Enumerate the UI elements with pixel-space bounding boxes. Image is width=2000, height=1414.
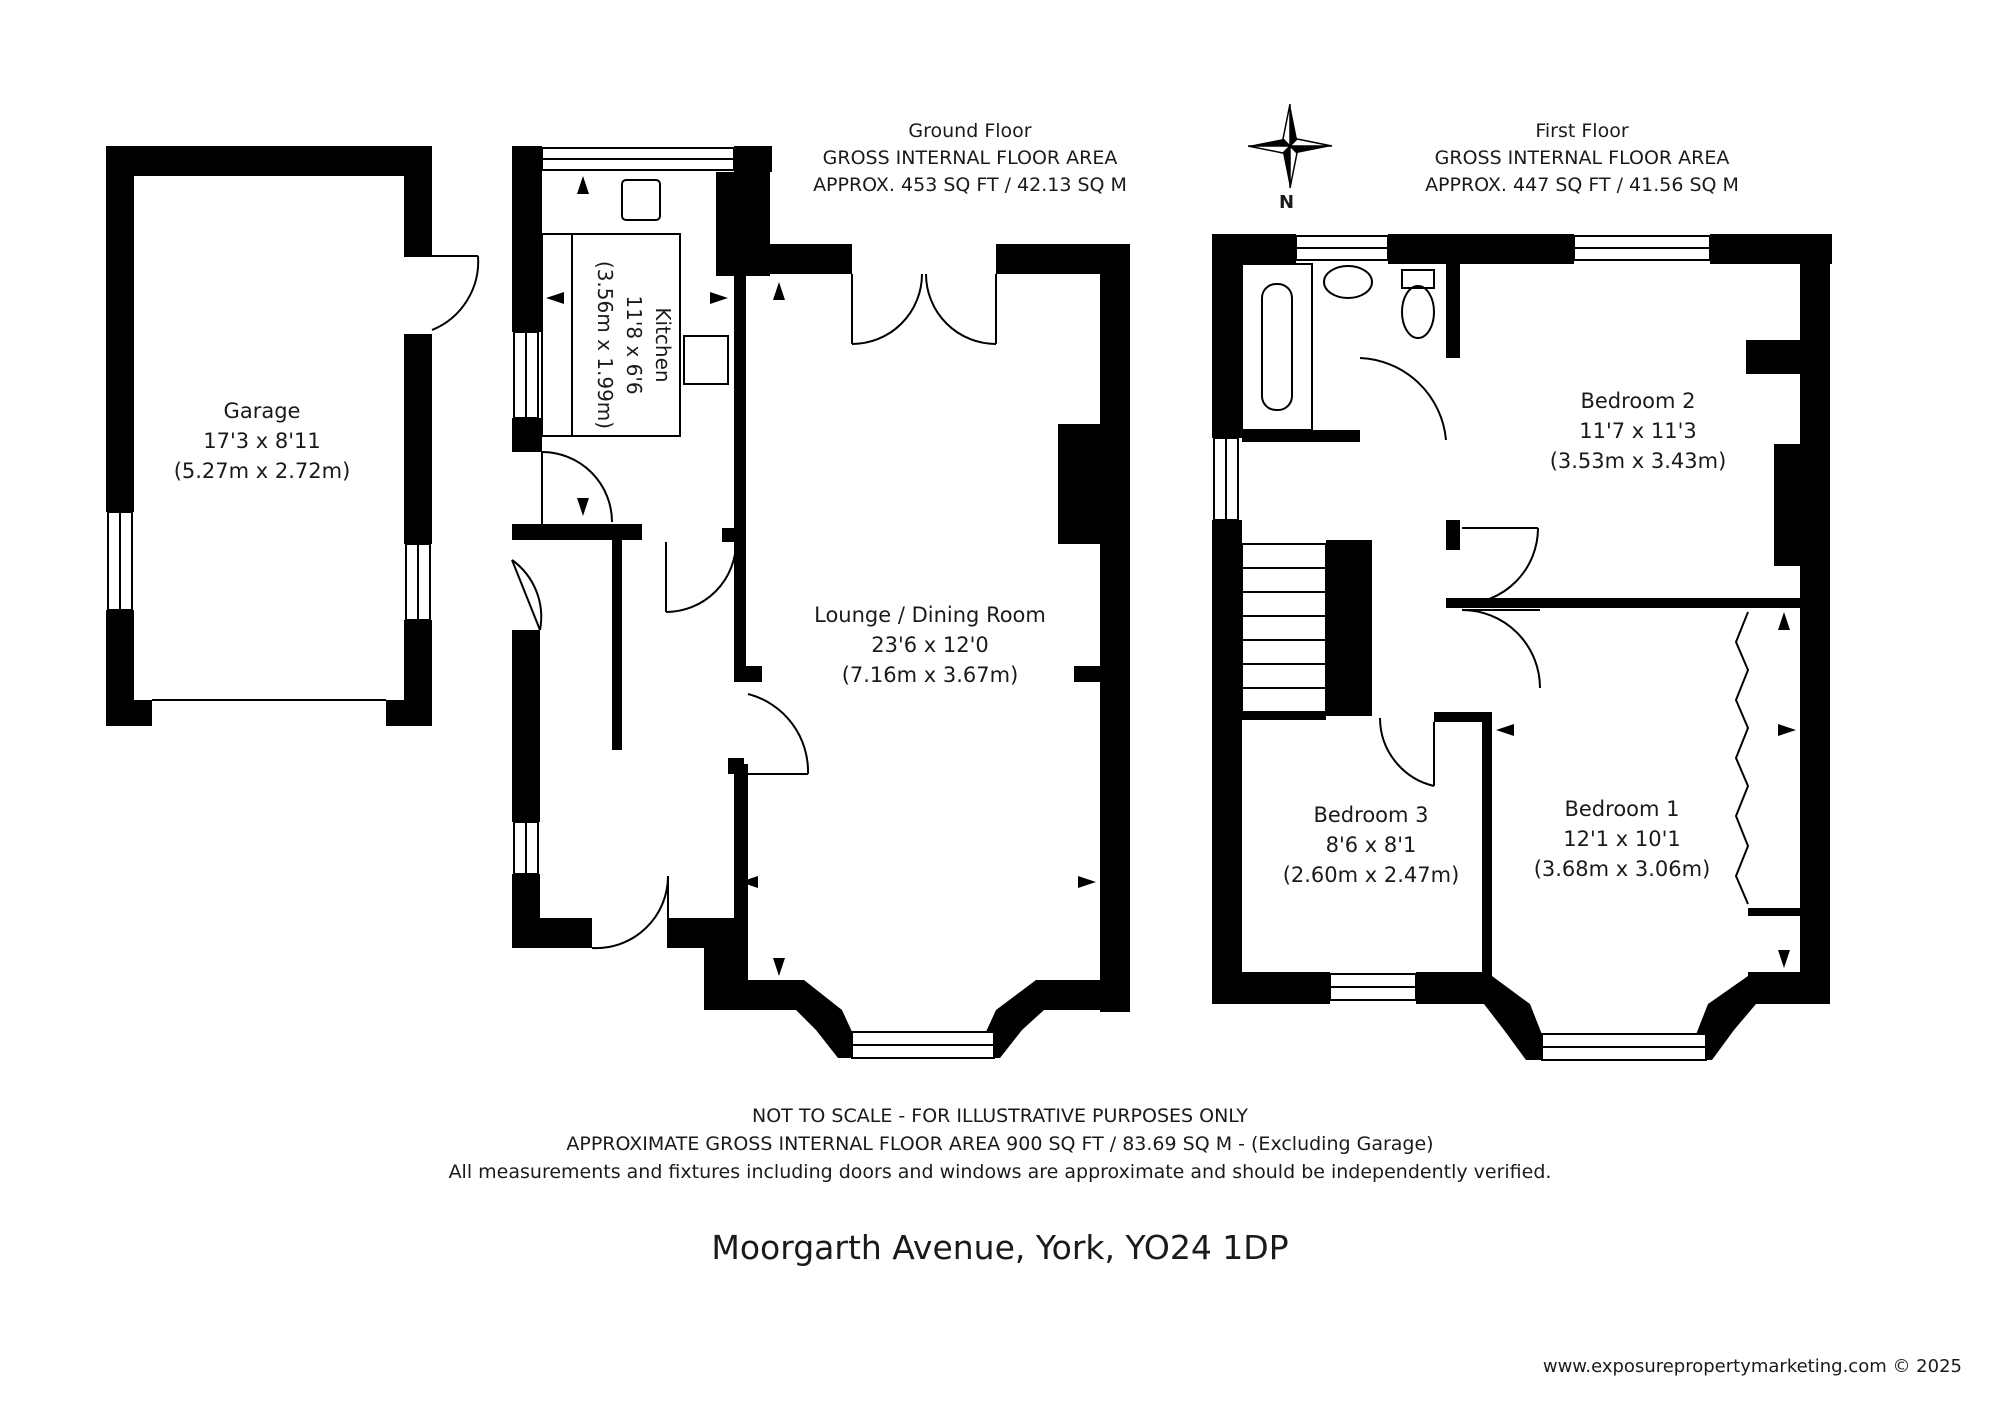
- windows: [107, 147, 1711, 1061]
- room-name: Bedroom 3: [1313, 803, 1429, 827]
- room-size-imperial: 12'1 x 10'1: [1563, 827, 1681, 851]
- property-address: Moorgarth Avenue, York, YO24 1DP: [711, 1228, 1289, 1267]
- room-label-bedroom-2: Bedroom 2 11'7 x 11'3 (3.53m x 3.43m): [1528, 386, 1748, 476]
- first-floor-walls: [1212, 234, 1832, 1060]
- ground-floor-walls: [512, 146, 1130, 1058]
- disclaimer-notes: NOT TO SCALE - FOR ILLUSTRATIVE PURPOSES…: [0, 1102, 2000, 1186]
- ground-floor-heading: Ground Floor GROSS INTERNAL FLOOR AREA A…: [770, 118, 1170, 199]
- compass-north-label: N: [1279, 192, 1295, 213]
- room-size-imperial: 8'6 x 8'1: [1325, 833, 1417, 857]
- ground-floor-title: Ground Floor: [908, 120, 1032, 142]
- first-floor-area-label: GROSS INTERNAL FLOOR AREA: [1434, 147, 1730, 169]
- notes-line-1: NOT TO SCALE - FOR ILLUSTRATIVE PURPOSES…: [752, 1105, 1248, 1127]
- ground-floor-area-value: APPROX. 453 SQ FT / 42.13 SQ M: [813, 174, 1127, 196]
- room-label-bedroom-3: Bedroom 3 8'6 x 8'1 (2.60m x 2.47m): [1266, 800, 1476, 890]
- room-size-metric: (5.27m x 2.72m): [173, 459, 351, 483]
- room-label-kitchen: Kitchen 11'8 x 6'6 (3.56m x 1.99m): [590, 245, 677, 445]
- room-size-metric: (3.53m x 3.43m): [1549, 449, 1727, 473]
- room-size-metric: (7.16m x 3.67m): [841, 663, 1019, 687]
- room-name: Kitchen: [651, 307, 675, 383]
- room-size-metric: (2.60m x 2.47m): [1282, 863, 1460, 887]
- notes-line-3: All measurements and fixtures including …: [448, 1161, 1552, 1183]
- room-size-imperial: 11'8 x 6'6: [622, 295, 646, 395]
- room-label-bedroom-1: Bedroom 1 12'1 x 10'1 (3.68m x 3.06m): [1512, 794, 1732, 884]
- room-name: Bedroom 1: [1564, 797, 1680, 821]
- room-label-garage: Garage 17'3 x 8'11 (5.27m x 2.72m): [162, 396, 362, 486]
- room-size-metric: (3.56m x 1.99m): [593, 260, 617, 430]
- garage-walls: [106, 146, 432, 726]
- room-name: Garage: [223, 399, 301, 423]
- first-floor-area-value: APPROX. 447 SQ FT / 41.56 SQ M: [1425, 174, 1739, 196]
- doors-and-fixtures: [152, 179, 1750, 950]
- room-name: Bedroom 2: [1580, 389, 1696, 413]
- first-floor-heading: First Floor GROSS INTERNAL FLOOR AREA AP…: [1382, 118, 1782, 199]
- compass-rose-icon: [1247, 103, 1333, 189]
- room-size-imperial: 23'6 x 12'0: [871, 633, 989, 657]
- ground-floor-area-label: GROSS INTERNAL FLOOR AREA: [822, 147, 1118, 169]
- room-size-imperial: 11'7 x 11'3: [1579, 419, 1697, 443]
- room-name: Lounge / Dining Room: [814, 603, 1046, 627]
- notes-line-2: APPROXIMATE GROSS INTERNAL FLOOR AREA 90…: [566, 1133, 1434, 1155]
- copyright-notice: www.exposurepropertymarketing.com © 2025: [1542, 1356, 1962, 1377]
- room-label-lounge: Lounge / Dining Room 23'6 x 12'0 (7.16m …: [780, 600, 1080, 690]
- room-size-metric: (3.68m x 3.06m): [1533, 857, 1711, 881]
- room-size-imperial: 17'3 x 8'11: [203, 429, 321, 453]
- dimension-arrows: [546, 176, 1796, 976]
- first-floor-title: First Floor: [1535, 120, 1629, 142]
